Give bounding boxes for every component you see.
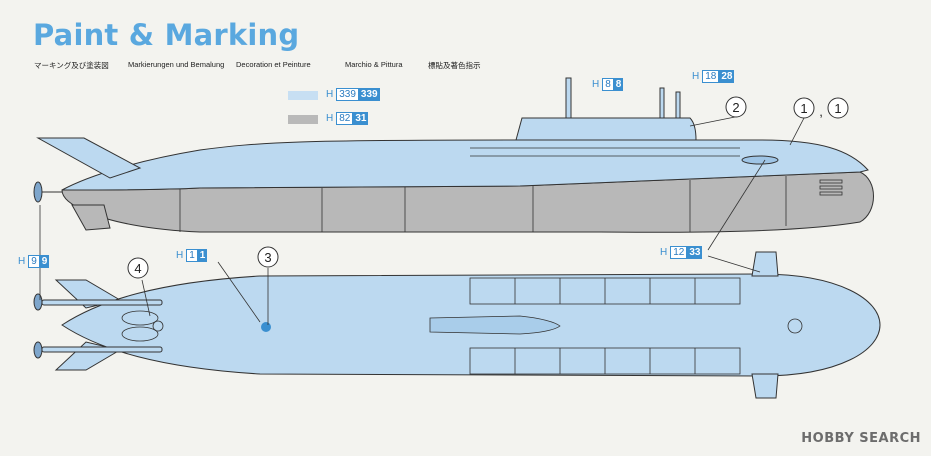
callout-fin: H 12 33 (660, 246, 703, 259)
leader-lines (39, 116, 805, 325)
legend-code-blue: H 339 339 (326, 88, 380, 101)
marker-1a-label: 1 (800, 101, 807, 116)
marker-3-label: 3 (264, 250, 271, 265)
watermark: HOBBY SEARCH (801, 431, 921, 446)
label-german: Markierungen und Bemalung (128, 60, 225, 69)
marker-circles (127, 96, 849, 279)
marker-2-circle (725, 96, 747, 118)
label-chinese: 標貼及著色指示 (428, 61, 481, 70)
marker-1b-circle (827, 97, 849, 119)
side-hull-upper (61, 139, 869, 191)
top-propeller-1 (33, 293, 43, 311)
top-bow-hatch (787, 318, 803, 334)
callout-deck: H 1 1 (176, 249, 208, 262)
label-japanese: マーキング及び塗装図 (34, 61, 109, 70)
callout-mast-left: H 8 8 (592, 78, 624, 91)
top-shaft-2 (41, 346, 163, 353)
legend-code-gray: H 82 31 (326, 112, 369, 125)
side-hull-feature (741, 155, 779, 165)
side-view (33, 77, 874, 233)
radiation-marking (261, 322, 271, 332)
legend-swatch-gray (288, 115, 318, 124)
top-round-hatch (152, 320, 164, 332)
top-plane-lower (751, 373, 779, 399)
side-section-lines (179, 147, 787, 232)
callout-mast-right: H 18 28 (692, 70, 735, 83)
label-italian: Marchio & Pittura (345, 60, 403, 69)
side-propeller (33, 181, 43, 203)
side-tail-fin-upper (36, 137, 142, 179)
marker-4-label: 4 (134, 261, 141, 276)
side-mast-3 (675, 91, 681, 119)
page-title: Paint & Marking (33, 18, 300, 52)
top-plane-upper (751, 251, 779, 277)
marker-1a-circle (793, 97, 815, 119)
callout-propeller: H 9 9 (18, 255, 50, 268)
top-shaft-1 (41, 299, 163, 306)
marker-3-circle (257, 246, 279, 268)
top-missile-bays (469, 277, 741, 375)
side-bow-grille (819, 179, 843, 196)
marker-4-circle (127, 257, 149, 279)
marker-1b-label: 1 (834, 101, 841, 116)
side-sail (515, 117, 697, 141)
marker-2-label: 2 (732, 100, 739, 115)
top-hatch (121, 310, 159, 326)
side-mast-1 (565, 77, 572, 119)
legend-swatch-blue (288, 91, 318, 100)
top-propeller-2 (33, 341, 43, 359)
label-french: Decoration et Peinture (236, 60, 311, 69)
top-view (33, 251, 881, 399)
marker-separator: , (819, 104, 823, 119)
side-mast-2 (659, 87, 665, 119)
side-tail-fin-lower (71, 204, 111, 231)
top-hatch-2 (121, 326, 159, 342)
top-sail-outline (429, 315, 561, 335)
